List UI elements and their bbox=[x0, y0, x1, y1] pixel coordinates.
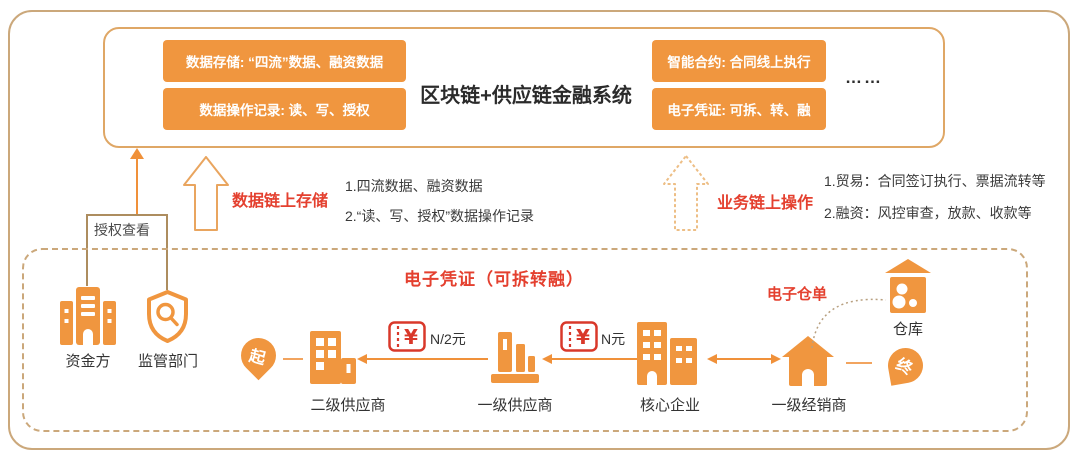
arrow-to-tier2-line bbox=[366, 358, 488, 360]
ticket-full-label: N元 bbox=[601, 331, 626, 347]
ticket-full-icon: ¥ bbox=[560, 321, 598, 352]
e-certificate-flow-box bbox=[22, 248, 1028, 432]
data-onchain-note-2: 2.“读、写、授权”数据操作记录 bbox=[345, 208, 534, 224]
double-arrow-line bbox=[716, 358, 772, 360]
ellipsis-text: …… bbox=[845, 68, 883, 87]
funder-label: 资金方 bbox=[65, 353, 111, 370]
tier2-supplier-label: 二级供应商 bbox=[310, 397, 386, 414]
authorize-arrow-head-icon bbox=[130, 148, 144, 159]
double-arrow-left-head-icon bbox=[707, 354, 717, 364]
chip-data-operation-record: 数据操作记录: 读、写、授权 bbox=[163, 88, 406, 130]
data-onchain-note-1: 1.四流数据、融资数据 bbox=[345, 178, 483, 194]
funder-bank-icon bbox=[60, 287, 116, 345]
svg-text:¥: ¥ bbox=[576, 325, 590, 349]
regulator-shield-icon bbox=[147, 290, 188, 343]
data-onchain-arrow-icon bbox=[183, 156, 229, 231]
warehouse-label: 仓库 bbox=[892, 321, 923, 338]
double-arrow-right-head-icon bbox=[771, 354, 781, 364]
arrow-to-tier2-head-icon bbox=[357, 354, 367, 364]
chip-smart-contract: 智能合约: 合同线上执行 bbox=[652, 40, 826, 82]
core-enterprise-label: 核心企业 bbox=[639, 397, 700, 414]
end-pin-label: 终 bbox=[893, 356, 916, 379]
core-enterprise-buildings-icon bbox=[637, 322, 697, 385]
business-note-trade: 1.贸易：合同签订执行、票据流转等 bbox=[824, 173, 1046, 189]
svg-text:¥: ¥ bbox=[404, 325, 418, 349]
regulator-label: 监管部门 bbox=[137, 353, 198, 370]
ticket-half-label: N/2元 bbox=[430, 331, 466, 347]
tier1-distributor-label: 一级经销商 bbox=[771, 397, 847, 414]
warehouse-receipt-label: 电子仓单 bbox=[767, 286, 828, 303]
start-pin-label: 起 bbox=[247, 347, 268, 369]
chip-data-storage: 数据存储: “四流”数据、融资数据 bbox=[163, 40, 406, 82]
business-onchain-arrow-icon bbox=[663, 155, 709, 231]
dash-start-to-tier2 bbox=[283, 358, 303, 360]
warehouse-receipt-arc bbox=[811, 298, 887, 349]
authorize-view-label: 授权查看 bbox=[94, 222, 150, 238]
e-certificate-title: 电子凭证（可拆转融） bbox=[404, 270, 584, 289]
business-onchain-label: 业务链上操作 bbox=[717, 195, 814, 212]
warehouse-icon bbox=[885, 259, 931, 313]
business-note-finance: 2.融资：风控审查，放款、收款等 bbox=[824, 205, 1032, 221]
ticket-half-icon: ¥ bbox=[388, 321, 426, 352]
authorize-bracket-left bbox=[86, 214, 88, 286]
outer-frame bbox=[8, 10, 1070, 450]
authorize-bracket-top bbox=[86, 214, 168, 216]
tier2-supplier-building-icon bbox=[310, 331, 356, 384]
tier1-supplier-label: 一级供应商 bbox=[477, 397, 553, 414]
tier1-supplier-building-icon bbox=[491, 332, 539, 383]
data-onchain-label: 数据链上存储 bbox=[232, 193, 329, 210]
authorize-bracket-right bbox=[166, 214, 168, 290]
dash-distributor-to-end bbox=[846, 362, 872, 364]
arrow-to-tier1-line bbox=[551, 358, 637, 360]
system-title: 区块链+供应链金融系统 bbox=[420, 85, 632, 107]
arrow-to-tier1-head-icon bbox=[542, 354, 552, 364]
tier1-distributor-house-icon bbox=[782, 336, 834, 386]
chip-e-certificate: 电子凭证: 可拆、转、融 bbox=[652, 88, 826, 130]
authorize-arrow-line bbox=[136, 158, 138, 215]
